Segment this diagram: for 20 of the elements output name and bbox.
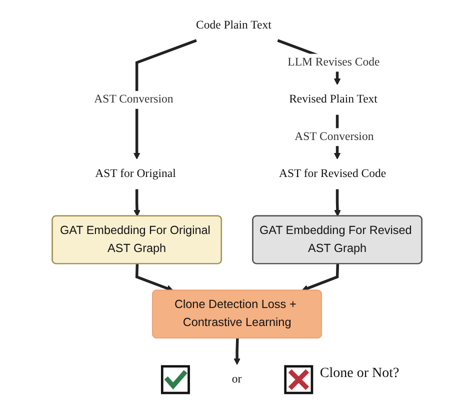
text-label: or [232,373,242,386]
text-label: Revised Plain Text [289,93,378,106]
arrow [334,189,341,217]
text-label: Clone or Not? [320,366,400,382]
arrow [135,264,174,292]
process-box: GAT Embedding For Original AST Graph [52,215,222,264]
cross-icon [284,365,314,394]
arrow [301,264,339,292]
text-label: AST for Original [95,168,176,180]
arrow [133,39,197,160]
arrow [234,338,240,365]
process-box: Clone Detection Loss + Contrastive Learning [152,290,322,338]
text-label: Code Plain Text [196,18,272,32]
arrow [134,189,140,217]
check-icon [160,365,190,394]
edge-label: LLM Revises Code [288,54,380,72]
text-label: AST for Revised Code [278,168,386,180]
process-box: GAT Embedding For Revised AST Graph [252,215,422,264]
edge-label: AST Conversion [94,90,174,109]
edge-label: AST Conversion [294,128,374,146]
